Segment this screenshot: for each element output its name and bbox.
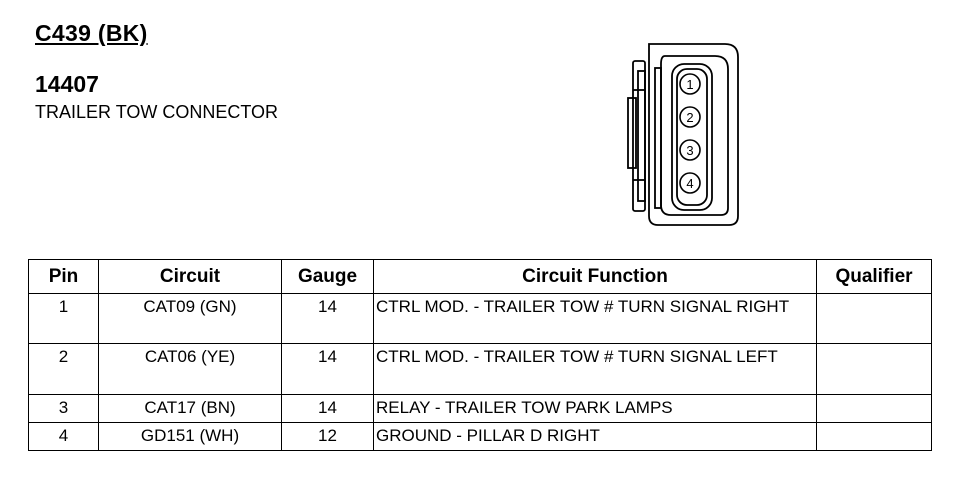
function-cell: CTRL MOD. - TRAILER TOW # TURN SIGNAL LE…	[373, 343, 817, 395]
table-row: 4 GD151 (WH) 12 GROUND - PILLAR D RIGHT	[28, 422, 932, 451]
pin-cell: 4	[28, 422, 99, 451]
function-cell: CTRL MOD. - TRAILER TOW # TURN SIGNAL RI…	[373, 293, 817, 344]
circuit-cell: CAT09 (GN)	[98, 293, 282, 344]
connector-cavity-outline	[660, 55, 729, 216]
table-header-row: Pin Circuit Gauge Circuit Function Quali…	[28, 259, 932, 294]
pin-1-label: 1	[686, 77, 693, 92]
pin-cell: 3	[28, 394, 99, 423]
pin-3-label: 3	[686, 143, 693, 158]
pin-1-circle	[679, 73, 701, 95]
column-header-qualifier: Qualifier	[816, 259, 932, 294]
table-row: 2 CAT06 (YE) 14 CTRL MOD. - TRAILER TOW …	[28, 343, 932, 395]
table-row: 1 CAT09 (GN) 14 CTRL MOD. - TRAILER TOW …	[28, 293, 932, 344]
connector-id-title: C439 (BK)	[35, 20, 148, 46]
table-row: 3 CAT17 (BN) 14 RELAY - TRAILER TOW PARK…	[28, 394, 932, 423]
function-cell: RELAY - TRAILER TOW PARK LAMPS	[373, 394, 817, 423]
qualifier-cell	[816, 394, 932, 423]
pin-cell: 1	[28, 293, 99, 344]
connector-housing-outline	[648, 43, 739, 226]
gauge-cell: 14	[281, 293, 374, 344]
column-header-circuit-function: Circuit Function	[373, 259, 817, 294]
gauge-cell: 12	[281, 422, 374, 451]
pin-3-circle	[679, 139, 701, 161]
column-header-circuit: Circuit	[98, 259, 282, 294]
gauge-cell: 14	[281, 343, 374, 395]
pin-2-circle	[679, 106, 701, 128]
circuit-cell: CAT17 (BN)	[98, 394, 282, 423]
pin-cell: 2	[28, 343, 99, 395]
pin-4-circle	[679, 172, 701, 194]
part-number: 14407	[35, 71, 99, 97]
column-header-pin: Pin	[28, 259, 99, 294]
qualifier-cell	[816, 293, 932, 344]
gauge-cell: 14	[281, 394, 374, 423]
terminal-strip	[671, 63, 713, 211]
connector-description: TRAILER TOW CONNECTOR	[35, 102, 279, 122]
connector-latch	[632, 60, 646, 212]
function-cell: GROUND - PILLAR D RIGHT	[373, 422, 817, 451]
qualifier-cell	[816, 343, 932, 395]
qualifier-cell	[816, 422, 932, 451]
pinout-table: Pin Circuit Gauge Circuit Function Quali…	[28, 259, 932, 451]
column-header-gauge: Gauge	[281, 259, 374, 294]
pin-4-label: 4	[686, 176, 693, 191]
connector-face-diagram: 1 2 3 4	[627, 43, 739, 226]
pin-2-label: 2	[686, 110, 693, 125]
circuit-cell: GD151 (WH)	[98, 422, 282, 451]
circuit-cell: CAT06 (YE)	[98, 343, 282, 395]
